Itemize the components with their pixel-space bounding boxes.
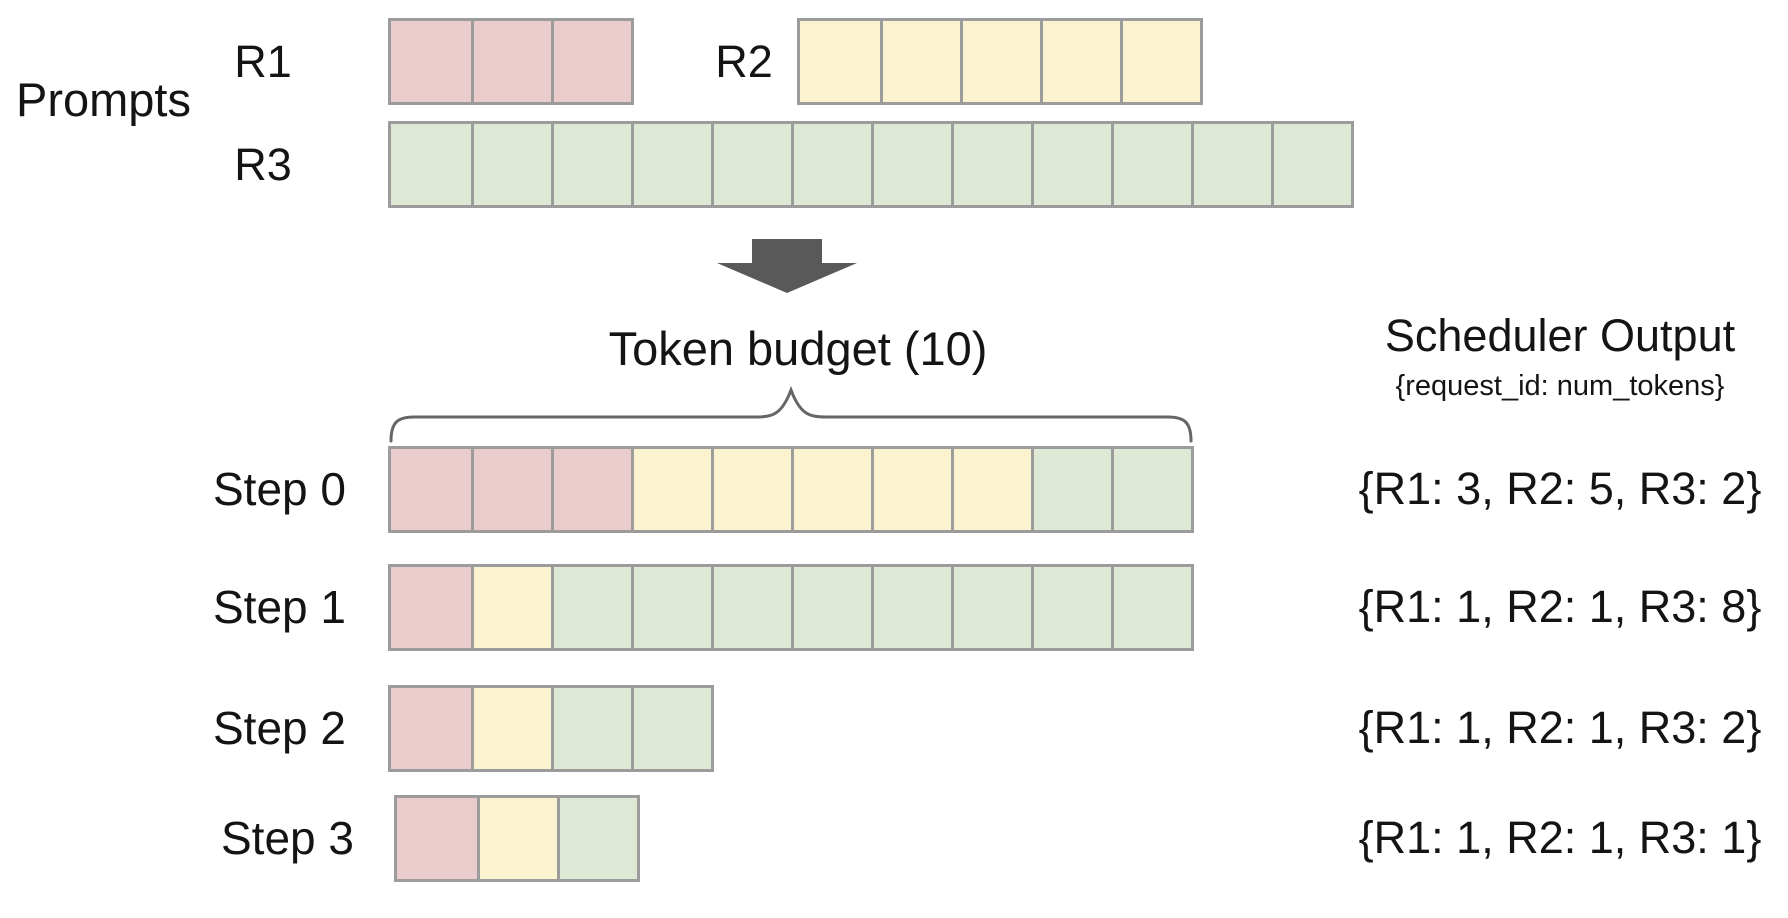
token-cell bbox=[397, 798, 477, 879]
token-budget-label: Token budget (10) bbox=[608, 322, 988, 375]
curly-brace-icon bbox=[389, 385, 1193, 443]
step-3-scheduler-output: {R1: 1, R2: 1, R3: 1} bbox=[1358, 812, 1762, 863]
token-cell bbox=[551, 688, 631, 769]
step-2-token-row bbox=[388, 685, 714, 772]
token-cell bbox=[391, 124, 471, 205]
token-cell bbox=[471, 124, 551, 205]
token-cell bbox=[871, 449, 951, 530]
step-0-label: Step 0 bbox=[213, 463, 346, 515]
token-cell bbox=[551, 449, 631, 530]
token-cell bbox=[791, 567, 871, 648]
step-2-scheduler-output: {R1: 1, R2: 1, R3: 2} bbox=[1358, 702, 1762, 753]
request-r1-prompt-row bbox=[388, 18, 634, 105]
step-3-label: Step 3 bbox=[221, 812, 354, 864]
token-cell bbox=[631, 688, 711, 769]
step-0-scheduler-output: {R1: 3, R2: 5, R3: 2} bbox=[1358, 463, 1762, 514]
down-arrow-icon bbox=[717, 239, 857, 293]
token-cell bbox=[391, 449, 471, 530]
token-cell bbox=[551, 567, 631, 648]
token-cell bbox=[800, 21, 880, 102]
request-r3-label: R3 bbox=[234, 139, 292, 190]
token-cell bbox=[1031, 449, 1111, 530]
token-cell bbox=[1120, 21, 1200, 102]
token-cell bbox=[1111, 567, 1191, 648]
token-cell bbox=[1111, 124, 1191, 205]
scheduler-output-title: Scheduler Output bbox=[1384, 310, 1736, 361]
token-cell bbox=[471, 567, 551, 648]
token-cell bbox=[880, 21, 960, 102]
step-2-label: Step 2 bbox=[213, 702, 346, 754]
token-cell bbox=[1111, 449, 1191, 530]
request-r2-label: R2 bbox=[715, 36, 773, 87]
request-r1-label: R1 bbox=[234, 36, 292, 87]
token-cell bbox=[1271, 124, 1351, 205]
token-cell bbox=[631, 567, 711, 648]
token-cell bbox=[1031, 124, 1111, 205]
token-cell bbox=[871, 567, 951, 648]
token-cell bbox=[791, 449, 871, 530]
token-cell bbox=[951, 567, 1031, 648]
request-r2-prompt-row bbox=[797, 18, 1203, 105]
token-cell bbox=[711, 124, 791, 205]
step-1-token-row bbox=[388, 564, 1194, 651]
token-cell bbox=[557, 798, 637, 879]
token-cell bbox=[1191, 124, 1271, 205]
step-1-scheduler-output: {R1: 1, R2: 1, R3: 8} bbox=[1358, 581, 1762, 632]
token-cell bbox=[960, 21, 1040, 102]
scheduler-output-subtitle: {request_id: num_tokens} bbox=[1395, 370, 1725, 402]
token-cell bbox=[951, 449, 1031, 530]
token-cell bbox=[631, 124, 711, 205]
prompts-section-label: Prompts bbox=[16, 73, 191, 126]
token-cell bbox=[631, 449, 711, 530]
token-cell bbox=[471, 449, 551, 530]
token-cell bbox=[471, 21, 551, 102]
token-cell bbox=[1040, 21, 1120, 102]
token-cell bbox=[951, 124, 1031, 205]
token-cell bbox=[711, 567, 791, 648]
step-3-token-row bbox=[394, 795, 640, 882]
token-cell bbox=[711, 449, 791, 530]
token-cell bbox=[551, 124, 631, 205]
token-cell bbox=[551, 21, 631, 102]
token-cell bbox=[477, 798, 557, 879]
token-cell bbox=[791, 124, 871, 205]
step-0-token-row bbox=[388, 446, 1194, 533]
token-cell bbox=[391, 688, 471, 769]
token-cell bbox=[1031, 567, 1111, 648]
step-1-label: Step 1 bbox=[213, 581, 346, 633]
token-cell bbox=[391, 567, 471, 648]
request-r3-prompt-row bbox=[388, 121, 1354, 208]
token-cell bbox=[871, 124, 951, 205]
token-cell bbox=[391, 21, 471, 102]
token-cell bbox=[471, 688, 551, 769]
